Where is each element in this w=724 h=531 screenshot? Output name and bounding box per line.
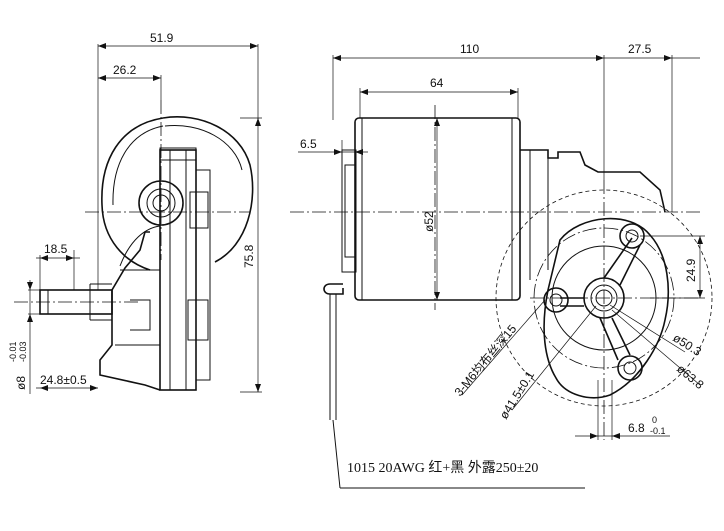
mount-hole-bottom [617, 355, 643, 381]
flange-disk-right [162, 116, 254, 263]
gear-boss-outer [138, 180, 184, 226]
wire-note-group: 1015 20AWG 红+黑 外露250±20 [332, 419, 585, 489]
dim-motor-dia: ø52 [422, 211, 436, 232]
lower-housing [99, 231, 161, 391]
dim-slot-tol-lower: -0.1 [650, 426, 666, 436]
side-view: 51.9 26.2 18.5 75.8 ø8 -0.01 -0.03 [8, 31, 262, 394]
dim-6-5: 6.5 [300, 137, 317, 151]
flange-disk-left [101, 117, 164, 271]
thread-note: 3-M6均布丝深15 [452, 322, 520, 399]
dim-27-5: 27.5 [628, 42, 652, 56]
gearbox-top [520, 149, 666, 213]
front-view: 110 27.5 64 6.5 ø52 24.9 ø50.3 [290, 42, 713, 440]
dim-18-5: 18.5 [44, 242, 68, 256]
mount-hole-left [543, 287, 569, 313]
dim-110: 110 [460, 42, 479, 56]
motor-can [354, 117, 521, 301]
housing-outline [495, 189, 713, 407]
dim-shaft-dia: ø8 [14, 376, 28, 390]
dim-26-2: 26.2 [113, 63, 137, 77]
dim-slot-tol-upper: 0 [652, 415, 657, 425]
dim-pcd-dia: ø50.3 [670, 331, 704, 359]
dim-shaft-tol-lower: -0.03 [18, 341, 28, 362]
dim-24-8: 24.8±0.5 [40, 373, 87, 387]
dim-inner-dia: ø41.5±0.1 [497, 368, 538, 421]
wire-lead [323, 283, 344, 295]
wire-note: 1015 20AWG 红+黑 外露250±20 [347, 460, 538, 476]
dim-shaft-tol-upper: -0.01 [8, 341, 18, 362]
dim-slot-width: 6.8 [628, 421, 645, 435]
dim-51-9: 51.9 [150, 31, 174, 45]
dim-outer-dia: ø63.8 [674, 362, 707, 393]
dim-75-8: 75.8 [242, 244, 256, 268]
gearbox-housing [159, 149, 197, 391]
dim-24-9: 24.9 [684, 258, 698, 282]
dim-64: 64 [430, 76, 444, 90]
output-shaft [39, 289, 113, 315]
gear-boss-inner [146, 188, 176, 218]
